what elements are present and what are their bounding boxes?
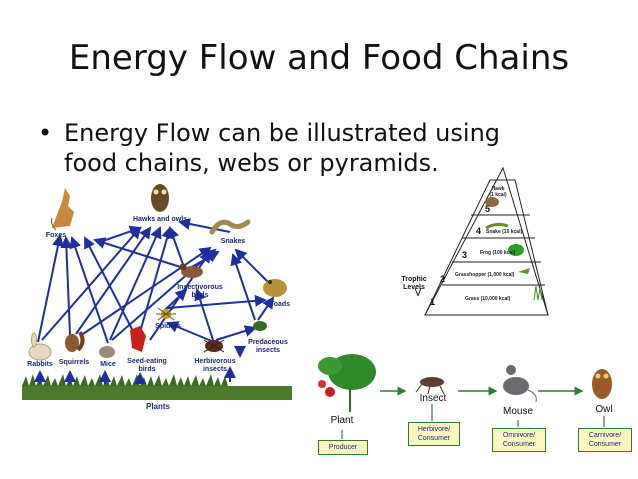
plants-grass	[22, 374, 292, 400]
chain-mouse-name: Mouse	[502, 406, 533, 417]
insectivorous-bird-illustration	[179, 263, 203, 278]
pyramid-level-1-label: Grass (10,000 kcal)	[465, 296, 511, 302]
pyramid-levels	[424, 166, 549, 316]
toad-illustration	[263, 279, 287, 297]
slide-title: Energy Flow and Food Chains	[68, 38, 570, 78]
pyramid-level-3-number: 3	[462, 250, 468, 260]
plant-illustration	[318, 354, 376, 412]
label-hawks-owls: Hawks and owls	[132, 216, 188, 223]
insect-illustration	[415, 377, 445, 395]
pyramid-level-2-number: 2	[440, 274, 446, 284]
bullet-point: • Energy Flow can be illustrated using f…	[38, 118, 558, 178]
pyramid-axis-label: Trophic Levels	[401, 276, 427, 291]
label-foxes: Foxes	[45, 232, 67, 239]
pyramid-level-4-label: Snake (10 kcal)	[486, 229, 523, 235]
spider-illustration	[156, 307, 176, 321]
label-insectivorous-birds: Insectivorous birds	[177, 284, 223, 299]
pyramid-level-3-label: Frog (100 kcal)	[480, 250, 516, 256]
pyramid-level-5-number: 5	[485, 204, 491, 214]
chain-owl-name: Owl	[595, 404, 613, 415]
label-snakes: Snakes	[220, 238, 246, 245]
label-squirrels: Squirrels	[58, 359, 90, 366]
owl-illustration	[151, 184, 169, 212]
pyramid-animals	[485, 197, 543, 301]
chain-plant-name: Plant	[330, 415, 354, 426]
owl-chain-illustration	[592, 369, 612, 399]
snake-illustration	[209, 219, 251, 235]
label-mice: Mice	[100, 361, 116, 368]
label-spiders: Spiders	[155, 323, 181, 330]
label-plants: Plants	[145, 402, 170, 411]
rabbit-illustration	[28, 332, 52, 361]
pyramid-level-1-number: 1	[430, 297, 436, 307]
bullet-dot: •	[38, 119, 53, 147]
label-predaceous-insects: Predaceous insects	[248, 339, 288, 354]
mouse-illustration	[99, 346, 115, 358]
chain-mouse-role-box: Omnivore/ Consumer	[492, 428, 546, 452]
pyramid-level-2-label: Grasshopper (1,000 kcal)	[455, 272, 515, 278]
chain-insect-name: Insect	[419, 393, 447, 404]
fox-illustration	[51, 188, 74, 231]
label-rabbits: Rabbits	[27, 361, 53, 368]
food-chain-connectors	[341, 404, 605, 439]
herbivorous-insect-illustration	[203, 339, 225, 353]
food-web-arrows	[34, 218, 275, 384]
label-seed-eating-birds: Seed-eating birds	[127, 358, 167, 373]
chain-insect-role-box: Herbivore/ Consumer	[408, 422, 460, 446]
chain-plant-role-box: Producer	[318, 440, 368, 455]
pyramid-level-4-number: 4	[476, 226, 482, 236]
label-toads: Toads	[269, 301, 291, 308]
mouse-chain-illustration	[503, 365, 537, 403]
chain-owl-role-box: Carnivore/ Consumer	[578, 428, 632, 452]
seed-eating-bird-illustration	[130, 326, 146, 352]
squirrel-illustration	[65, 330, 85, 352]
pyramid-level-5-label: Hawk (1 kcal)	[489, 186, 507, 198]
bullet-text: Energy Flow can be illustrated using foo…	[64, 119, 501, 177]
predaceous-insect-illustration	[253, 321, 267, 331]
label-herbivorous-insects: Herbivorous insects	[194, 358, 236, 373]
